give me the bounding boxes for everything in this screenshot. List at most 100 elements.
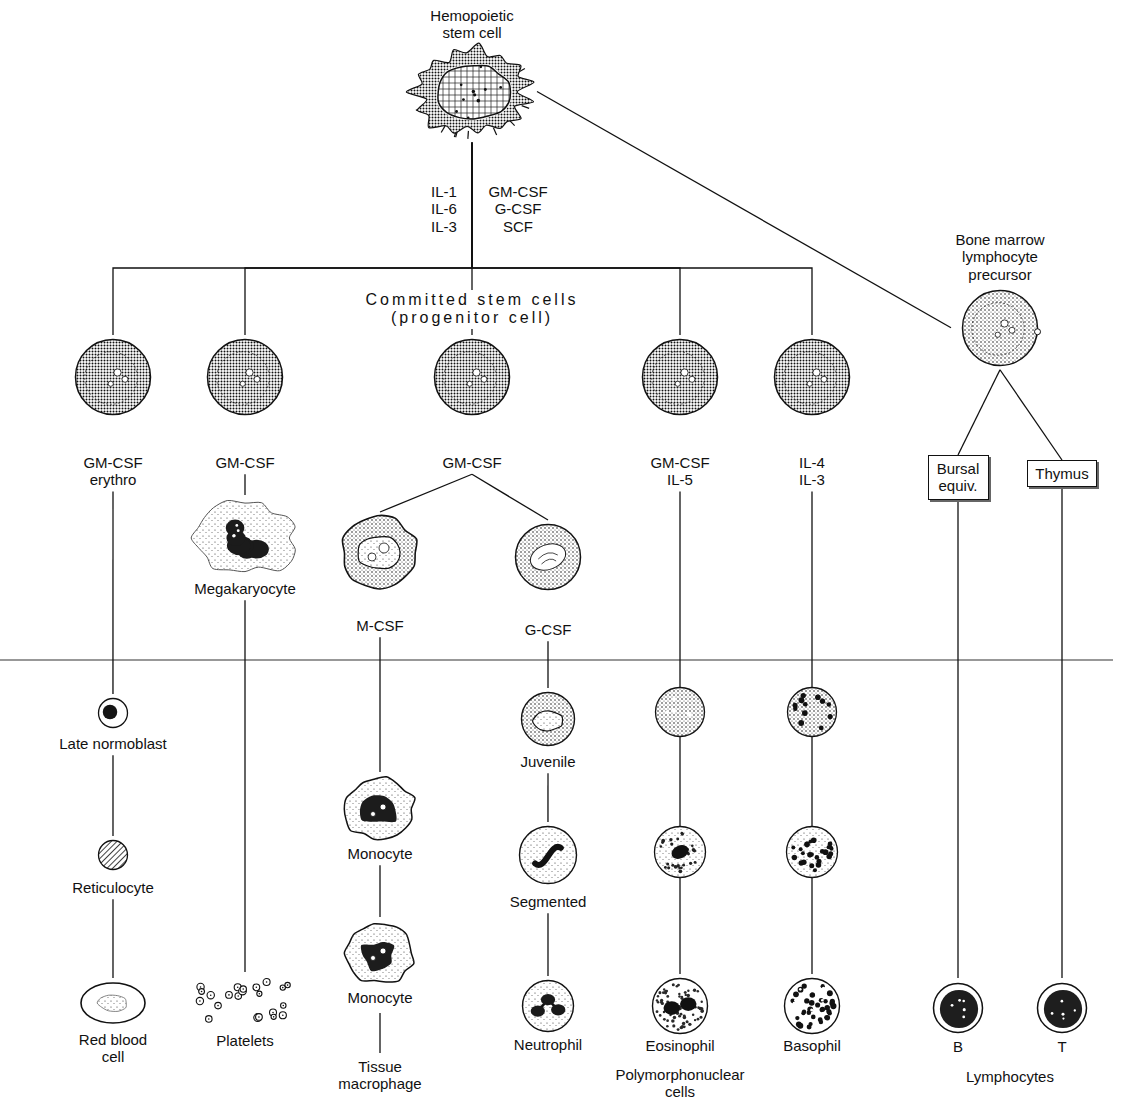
lineage-connector [379, 637, 380, 772]
cell-part [686, 1020, 689, 1023]
cell-part [85, 352, 138, 405]
cell-part [793, 1002, 796, 1005]
cell-body [208, 340, 283, 415]
cell-part [659, 1014, 662, 1017]
cell-part [210, 994, 212, 996]
row-label: Committed stem cells (progenitor cell) [361, 290, 584, 329]
cell-label: M-CSF [356, 617, 404, 634]
cell-part [643, 340, 718, 415]
cell-drawing [193, 975, 297, 1027]
cell-part [682, 1022, 685, 1025]
cell-part [361, 942, 394, 971]
cell-drawing [787, 827, 838, 878]
cell-part [435, 340, 510, 415]
cell-body [344, 924, 414, 982]
cell-part [681, 832, 684, 835]
progenitor-cell: GM-CSF [202, 335, 288, 474]
cell-drawing [640, 338, 720, 416]
cell-part [655, 827, 706, 878]
cell-part [802, 710, 808, 716]
cell-drawing [512, 523, 584, 591]
cell-part [794, 999, 797, 1002]
lineage-connector [379, 865, 380, 917]
organ-label: Thymus [1035, 465, 1088, 482]
cell-part [666, 995, 669, 998]
group-label: Lymphocytes [966, 1068, 1054, 1085]
cell-part [656, 688, 705, 737]
cell-part [665, 710, 669, 714]
cell-part [1009, 327, 1015, 333]
cell-part [522, 693, 575, 746]
cell-part [253, 984, 260, 991]
granulocyte-cell: Basophil [780, 974, 844, 1057]
monocyte-cell: Monocyte [339, 917, 421, 1009]
cell-part [995, 332, 1000, 337]
cell-part [533, 711, 563, 731]
cell-part [208, 340, 283, 415]
cell-part [527, 539, 570, 575]
cell-part [371, 956, 376, 961]
cell-part [693, 989, 696, 992]
cell-drawing [79, 981, 147, 1025]
cell-drawing [521, 979, 575, 1033]
cell-label: T [1057, 1038, 1066, 1055]
cell-part [678, 1015, 681, 1018]
cell-part [254, 1014, 262, 1022]
cell-part [467, 116, 470, 119]
cell-part [823, 999, 827, 1003]
cell-part [803, 994, 806, 997]
cell-part [406, 43, 534, 133]
cell-part [688, 1023, 691, 1026]
cell-part [663, 1018, 666, 1021]
lineage-connector [547, 913, 548, 976]
cell-part [826, 1009, 831, 1014]
cell-part [282, 1014, 284, 1016]
cell-drawing [960, 289, 1040, 367]
cell-part [371, 812, 376, 817]
cell-drawing [96, 697, 130, 729]
cell-part [523, 981, 574, 1032]
cell-drawing [788, 688, 837, 737]
cell-part [235, 524, 238, 527]
cell-drawing [339, 515, 421, 591]
cell-drawing [651, 977, 709, 1035]
cell-part [358, 537, 400, 569]
cell-part [673, 1016, 677, 1020]
cell-part [473, 369, 480, 376]
lineage-connector [1000, 370, 1062, 460]
cell-part [804, 998, 809, 1003]
cell-part [681, 369, 688, 376]
progenitor-cell: GM-CSF [429, 335, 515, 474]
cell-part [1044, 990, 1082, 1028]
cell-part [697, 990, 699, 992]
cell-part [652, 352, 705, 405]
cell-label: Tissue macrophage [337, 1058, 423, 1093]
cell-part [656, 1010, 659, 1013]
cell-body [934, 984, 983, 1033]
cell-part [522, 693, 575, 746]
cell-body [196, 979, 290, 1023]
cell-part [791, 846, 795, 850]
cell-part [1038, 984, 1087, 1033]
cell-part [467, 381, 472, 386]
cell-part [676, 837, 679, 840]
cell-part [817, 1012, 819, 1014]
leader-line [379, 1013, 380, 1053]
cell-part [788, 688, 837, 737]
cell-part [819, 998, 824, 1003]
cell-part [660, 1001, 663, 1004]
cell-part [815, 1002, 820, 1007]
cell-part [963, 290, 1038, 365]
cell-part [226, 992, 233, 999]
cell-body [788, 688, 837, 737]
cell-part [1001, 320, 1008, 327]
cell-part [813, 868, 817, 872]
cell-part [673, 697, 676, 700]
cell-label: Red blood cell [78, 1031, 149, 1066]
cell-drawing [518, 691, 578, 747]
cell-part [697, 1006, 700, 1009]
cell-part [828, 714, 833, 719]
cell-part [215, 1002, 222, 1009]
cell-part [266, 981, 268, 983]
